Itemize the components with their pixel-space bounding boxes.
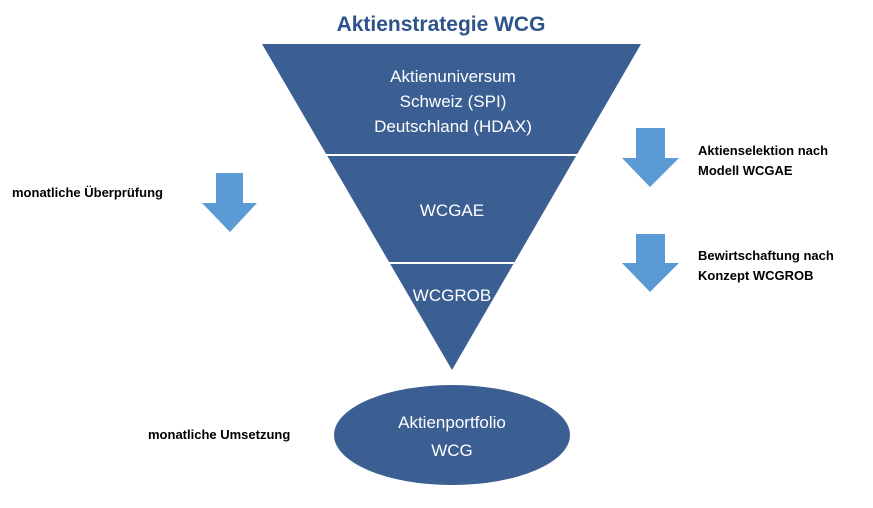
funnel-layer-1-line-3: Deutschland (HDAX) [374, 117, 532, 136]
funnel-layer-2: WCGAE [420, 201, 484, 220]
portfolio-line-1: Aktienportfolio [398, 413, 506, 432]
label-management-line-1: Bewirtschaftung nach [698, 248, 834, 263]
portfolio-ellipse [334, 385, 570, 485]
portfolio-line-2: WCG [431, 441, 473, 460]
label-selection-line-2: Modell WCGAE [698, 163, 793, 178]
down-arrow-icon [622, 128, 679, 187]
diagram-title: Aktienstrategie WCG [337, 13, 546, 36]
funnel-layer-1-line-1: Aktienuniversum [390, 67, 516, 86]
label-management-line-2: Konzept WCGROB [698, 268, 814, 283]
funnel-layer-3: WCGROB [413, 286, 491, 305]
down-arrow-icon [622, 234, 679, 292]
funnel-shape [262, 44, 641, 370]
label-monthly-review: monatliche Überprüfung [12, 185, 163, 200]
label-selection-line-1: Aktienselektion nach [698, 143, 828, 158]
down-arrow-icon [202, 173, 257, 232]
funnel-layer-1-line-2: Schweiz (SPI) [400, 92, 507, 111]
label-monthly-implementation: monatliche Umsetzung [148, 427, 290, 442]
